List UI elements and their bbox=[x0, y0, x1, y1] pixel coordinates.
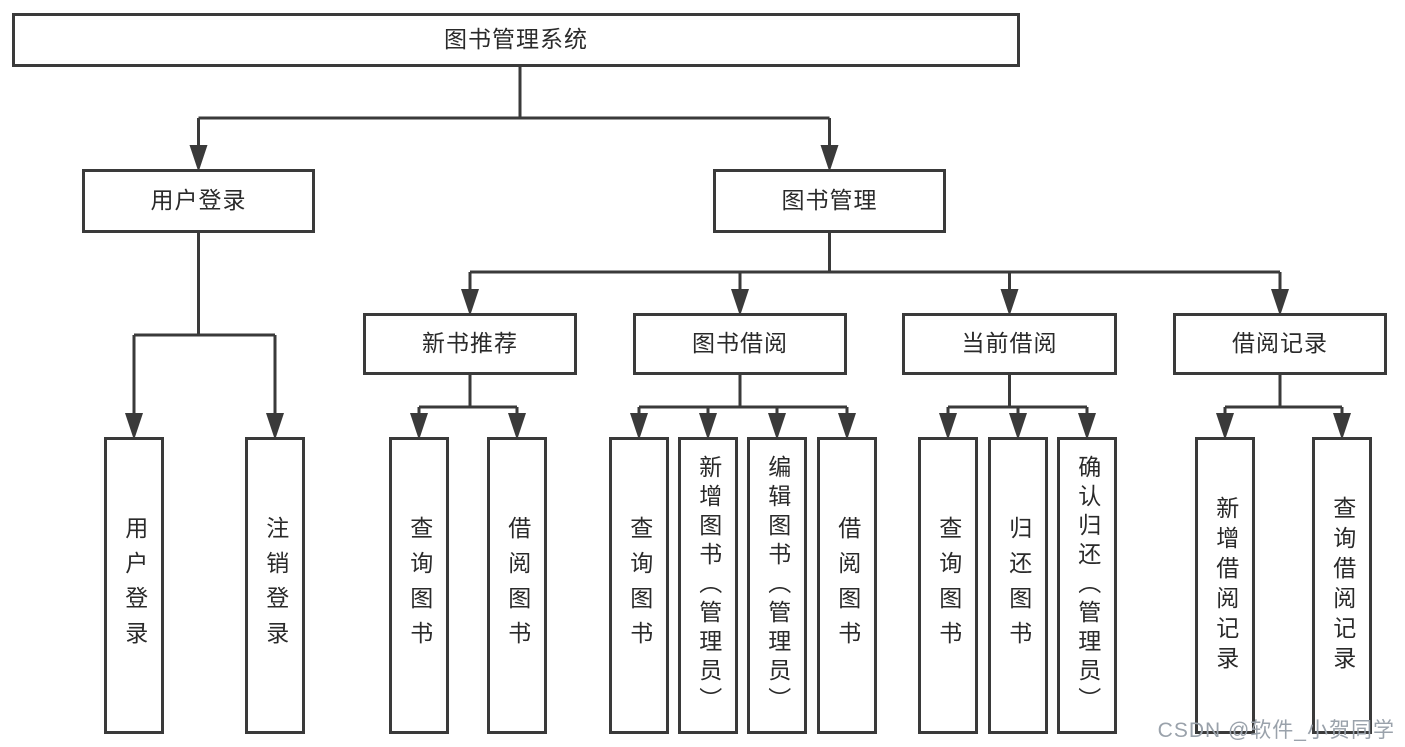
node-bw-borrow: 借阅图书 bbox=[817, 437, 877, 734]
node-rc-query: 查询借阅记录 bbox=[1312, 437, 1372, 734]
node-label-user-login: 用户登录 bbox=[121, 515, 148, 656]
arrowhead-icon bbox=[266, 413, 284, 440]
arrowhead-icon bbox=[461, 289, 479, 316]
node-nr-borrow: 借阅图书 bbox=[487, 437, 547, 734]
node-label-login: 用户登录 bbox=[150, 187, 247, 214]
node-label-cu-confirm: 确认归还（管理员） bbox=[1074, 455, 1101, 716]
node-rc-add: 新增借阅记录 bbox=[1195, 437, 1255, 734]
arrowhead-icon bbox=[838, 413, 856, 440]
arrowhead-icon bbox=[1216, 413, 1234, 440]
node-bw-edit: 编辑图书（管理员） bbox=[747, 437, 807, 734]
arrowhead-icon bbox=[125, 413, 143, 440]
arrowhead-icon bbox=[508, 413, 526, 440]
arrowhead-icon bbox=[1009, 413, 1027, 440]
node-label-bw-edit: 编辑图书（管理员） bbox=[764, 455, 791, 716]
node-mgmt: 图书管理 bbox=[713, 169, 946, 233]
node-login: 用户登录 bbox=[82, 169, 315, 233]
node-records: 借阅记录 bbox=[1173, 313, 1387, 375]
arrowhead-icon bbox=[939, 413, 957, 440]
node-label-cu-query: 查询图书 bbox=[935, 515, 962, 656]
node-label-bw-add: 新增图书（管理员） bbox=[695, 455, 722, 716]
node-label-rc-add: 新增借阅记录 bbox=[1212, 495, 1239, 676]
node-label-newrec: 新书推荐 bbox=[422, 330, 518, 357]
node-cu-query: 查询图书 bbox=[918, 437, 978, 734]
watermark: CSDN @软件_小贺同学 bbox=[1157, 719, 1395, 742]
node-newrec: 新书推荐 bbox=[363, 313, 577, 375]
node-label-nr-query: 查询图书 bbox=[406, 515, 433, 656]
arrowhead-icon bbox=[1000, 289, 1019, 316]
arrowhead-icon bbox=[1333, 413, 1351, 440]
node-logout: 注销登录 bbox=[245, 437, 305, 734]
node-label-logout: 注销登录 bbox=[262, 515, 289, 656]
node-label-root: 图书管理系统 bbox=[444, 26, 588, 53]
node-borrow: 图书借阅 bbox=[633, 313, 847, 375]
node-label-nr-borrow: 借阅图书 bbox=[504, 515, 531, 656]
node-label-cu-return: 归还图书 bbox=[1005, 515, 1032, 656]
node-current: 当前借阅 bbox=[902, 313, 1117, 375]
node-label-mgmt: 图书管理 bbox=[781, 187, 878, 214]
arrowhead-icon bbox=[1271, 289, 1289, 316]
node-label-rc-query: 查询借阅记录 bbox=[1329, 495, 1356, 676]
node-cu-confirm: 确认归还（管理员） bbox=[1057, 437, 1117, 734]
arrowhead-icon bbox=[1078, 413, 1096, 440]
node-cu-return: 归还图书 bbox=[988, 437, 1048, 734]
arrowhead-icon bbox=[630, 413, 648, 440]
arrowhead-icon bbox=[820, 145, 839, 172]
node-nr-query: 查询图书 bbox=[389, 437, 449, 734]
node-label-bw-borrow: 借阅图书 bbox=[834, 515, 861, 656]
node-label-records: 借阅记录 bbox=[1232, 330, 1328, 357]
node-user-login: 用户登录 bbox=[104, 437, 164, 734]
arrowhead-icon bbox=[189, 145, 208, 172]
node-bw-query: 查询图书 bbox=[609, 437, 669, 734]
node-bw-add: 新增图书（管理员） bbox=[678, 437, 738, 734]
node-label-bw-query: 查询图书 bbox=[626, 515, 653, 656]
arrowhead-icon bbox=[699, 413, 717, 440]
node-root: 图书管理系统 bbox=[12, 13, 1020, 67]
arrowhead-icon bbox=[410, 413, 428, 440]
node-label-current: 当前借阅 bbox=[961, 330, 1058, 357]
node-label-borrow: 图书借阅 bbox=[692, 330, 788, 357]
arrowhead-icon bbox=[768, 413, 786, 440]
arrowhead-icon bbox=[731, 289, 749, 316]
